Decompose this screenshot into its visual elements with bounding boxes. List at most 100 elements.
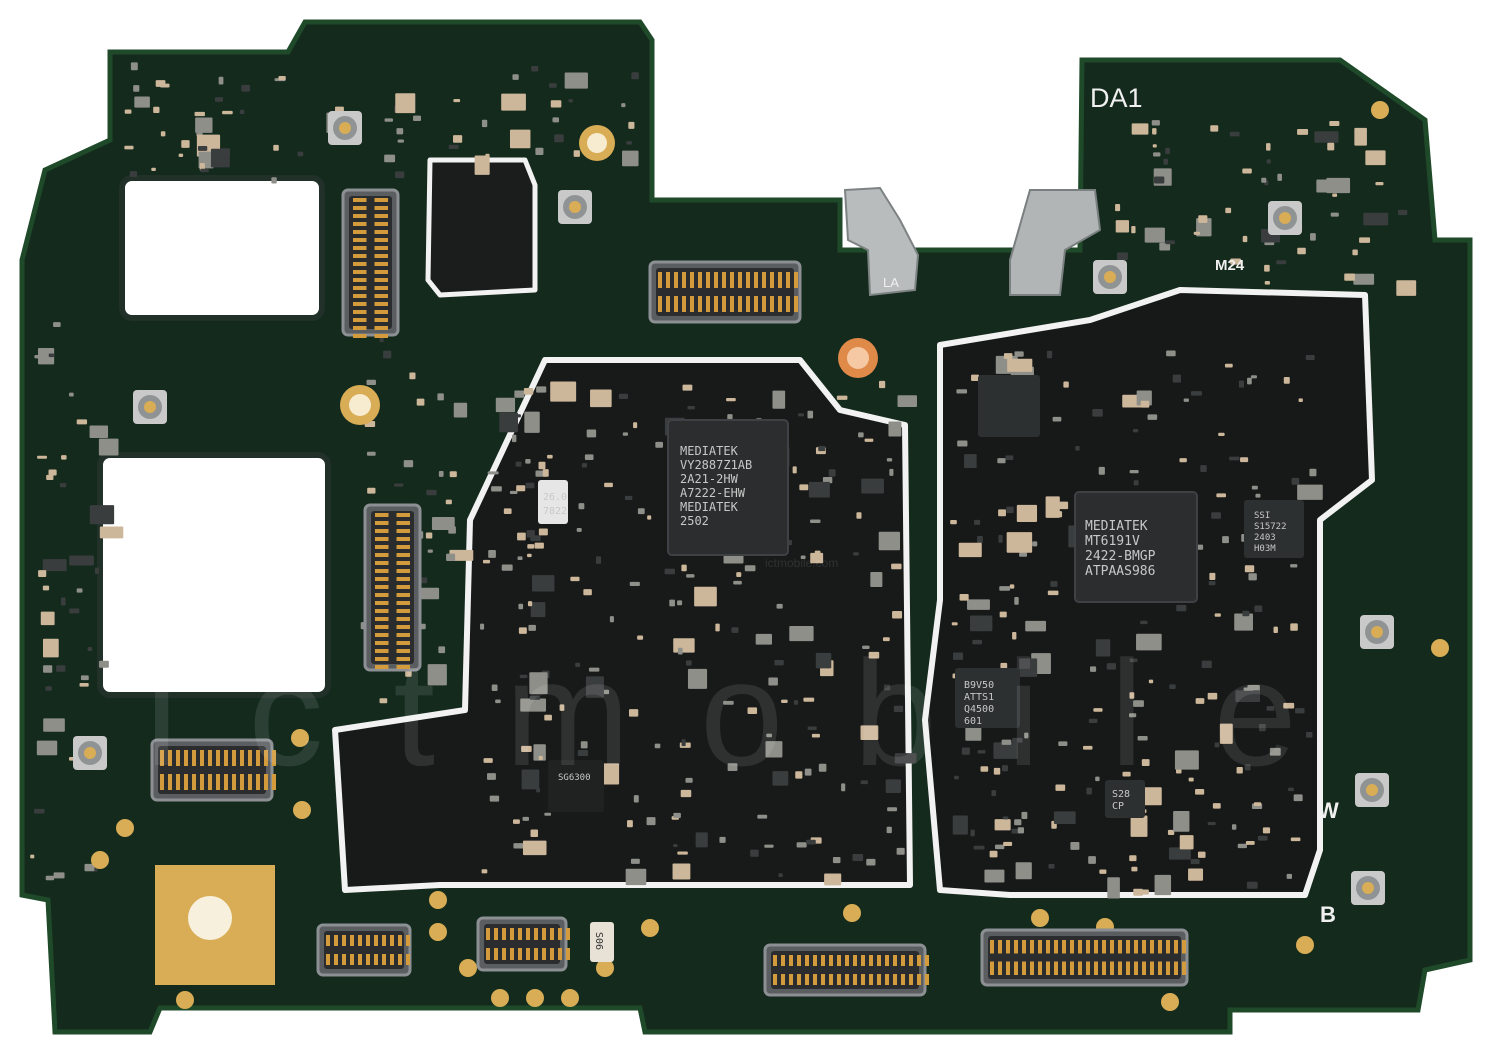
passive-component — [967, 599, 990, 610]
passive-component — [239, 109, 245, 114]
passive-component — [53, 872, 65, 879]
passive-component — [1208, 581, 1216, 586]
passive-component — [1245, 841, 1255, 845]
passive-component — [538, 461, 546, 470]
passive-component — [1014, 351, 1024, 357]
passive-component — [1262, 827, 1271, 834]
passive-component — [956, 389, 968, 394]
passive-component — [554, 134, 564, 143]
spring-contact-left — [843, 186, 920, 297]
passive-component — [957, 440, 968, 447]
passive-component — [977, 750, 986, 754]
passive-component — [1166, 350, 1176, 357]
passive-component — [624, 495, 633, 501]
passive-component — [1179, 835, 1194, 850]
passive-component — [1297, 484, 1323, 500]
passive-component — [1190, 858, 1200, 865]
coax-socket — [1093, 260, 1127, 294]
passive-component — [1007, 358, 1033, 372]
passive-component — [278, 76, 286, 81]
passive-component — [427, 549, 433, 553]
passive-component — [550, 381, 577, 402]
chip-mark-line: ATPAAS986 — [1085, 564, 1155, 579]
passive-component — [1396, 280, 1417, 296]
coax-socket — [1355, 773, 1389, 807]
passive-component — [1014, 596, 1019, 605]
passive-component — [124, 109, 132, 114]
passive-component — [482, 559, 491, 564]
passive-component — [1314, 131, 1339, 143]
passive-component — [516, 485, 526, 492]
passive-component — [781, 699, 788, 703]
passive-component — [806, 839, 816, 845]
passive-component — [220, 148, 230, 157]
passive-component — [1019, 552, 1028, 557]
chip-side-label — [590, 922, 614, 962]
passive-component — [961, 747, 970, 755]
passive-component — [626, 141, 632, 145]
board-connectors — [150, 188, 1189, 997]
passive-component — [222, 110, 233, 115]
passive-component — [1154, 874, 1172, 896]
passive-component — [757, 814, 768, 819]
passive-component — [1214, 742, 1220, 748]
passive-component — [1398, 209, 1408, 216]
passive-component — [860, 780, 868, 785]
passive-component — [214, 97, 224, 102]
passive-component — [625, 868, 647, 886]
chip-mark-line: 2A21-2HW — [680, 472, 739, 486]
passive-component — [1106, 663, 1116, 670]
chip-s28 — [1105, 780, 1145, 818]
passive-component — [573, 150, 580, 157]
passive-component — [1083, 745, 1093, 750]
passive-component — [631, 72, 639, 80]
passive-component — [405, 670, 412, 677]
passive-component — [862, 645, 870, 649]
passive-component — [1190, 391, 1202, 396]
passive-component — [181, 140, 190, 148]
passive-component — [818, 763, 827, 772]
passive-component — [726, 397, 736, 402]
passive-component — [774, 659, 784, 666]
passive-component — [1148, 679, 1154, 684]
passive-component — [568, 99, 573, 103]
passive-component — [1057, 501, 1069, 510]
passive-component — [1352, 249, 1358, 256]
passive-component — [622, 150, 639, 167]
passive-component — [1179, 458, 1187, 463]
board-connector — [763, 943, 929, 997]
passive-component — [972, 639, 982, 645]
chip-markings: MEDIATEKVY2887Z1AB2A21-2HWA7222-EHWMEDIA… — [543, 444, 1287, 950]
passive-component — [160, 131, 166, 137]
passive-component — [559, 704, 565, 711]
passive-component — [974, 519, 981, 525]
passive-component — [503, 508, 512, 515]
gold-test-point — [1031, 909, 1049, 927]
passive-component — [446, 553, 456, 562]
passive-component — [124, 145, 134, 150]
passive-component — [1255, 493, 1261, 498]
silk-b: B — [1320, 902, 1336, 927]
gold-test-point — [429, 923, 447, 941]
passive-component — [1009, 584, 1015, 589]
passive-component — [36, 740, 58, 756]
passive-components — [30, 62, 1417, 899]
passive-component — [1207, 822, 1216, 826]
passive-component — [1193, 231, 1201, 235]
passive-component — [993, 767, 1001, 775]
passive-component — [588, 667, 600, 672]
passive-component — [800, 555, 806, 560]
passive-component — [1242, 168, 1252, 174]
passive-component — [1261, 177, 1267, 183]
passive-component — [682, 384, 693, 391]
passive-component — [952, 652, 964, 660]
board-connector — [150, 738, 276, 802]
passive-component — [672, 863, 691, 880]
coax-socket — [133, 390, 167, 424]
passive-component — [501, 564, 513, 571]
passive-component — [970, 615, 993, 632]
passive-component — [1002, 816, 1009, 820]
passive-component — [860, 725, 879, 741]
passive-component — [273, 144, 279, 151]
passive-component — [950, 519, 957, 525]
